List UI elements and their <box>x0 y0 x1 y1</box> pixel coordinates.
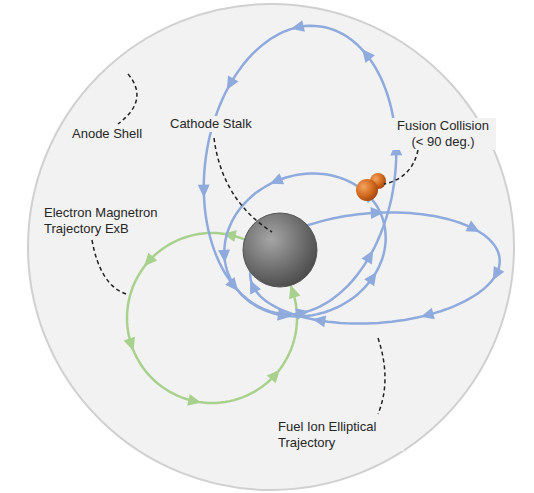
callout-label: Anode Shell <box>70 126 160 142</box>
fusion-particle <box>356 179 378 201</box>
arrowhead <box>277 309 292 323</box>
leader-line <box>214 138 272 232</box>
leader-line <box>118 74 137 124</box>
trajectories <box>124 20 505 408</box>
callout-label: Fusion Collision (< 90 deg.) <box>390 118 496 150</box>
arrowhead <box>187 394 202 408</box>
arrowhead <box>419 308 435 323</box>
arrowhead <box>466 221 483 238</box>
arrowhead <box>198 185 210 198</box>
arrowhead <box>357 45 375 63</box>
trajectory-path <box>204 26 396 314</box>
leader-line <box>384 150 418 184</box>
arrowhead <box>218 249 231 263</box>
callout-label: Fuel Ion Elliptical Trajectory <box>276 419 404 451</box>
leader-line <box>92 240 126 294</box>
arrowhead <box>140 253 158 271</box>
anode-shell <box>28 4 514 490</box>
trajectory-path <box>224 174 385 317</box>
cathode-stalk <box>243 213 317 287</box>
arrowhead <box>124 337 139 353</box>
arrowhead <box>267 173 284 189</box>
leader-lines <box>92 74 418 414</box>
arrowhead <box>267 366 285 384</box>
callout-label: Electron Magnetron Trajectory ExB <box>42 205 177 237</box>
arrowhead <box>222 76 239 93</box>
arrowhead <box>290 20 305 35</box>
leader-line <box>378 338 385 414</box>
arrowhead <box>488 266 505 283</box>
arrowhead <box>362 247 379 264</box>
callout-label: Cathode Stalk <box>168 116 263 132</box>
arrowhead <box>364 269 381 287</box>
